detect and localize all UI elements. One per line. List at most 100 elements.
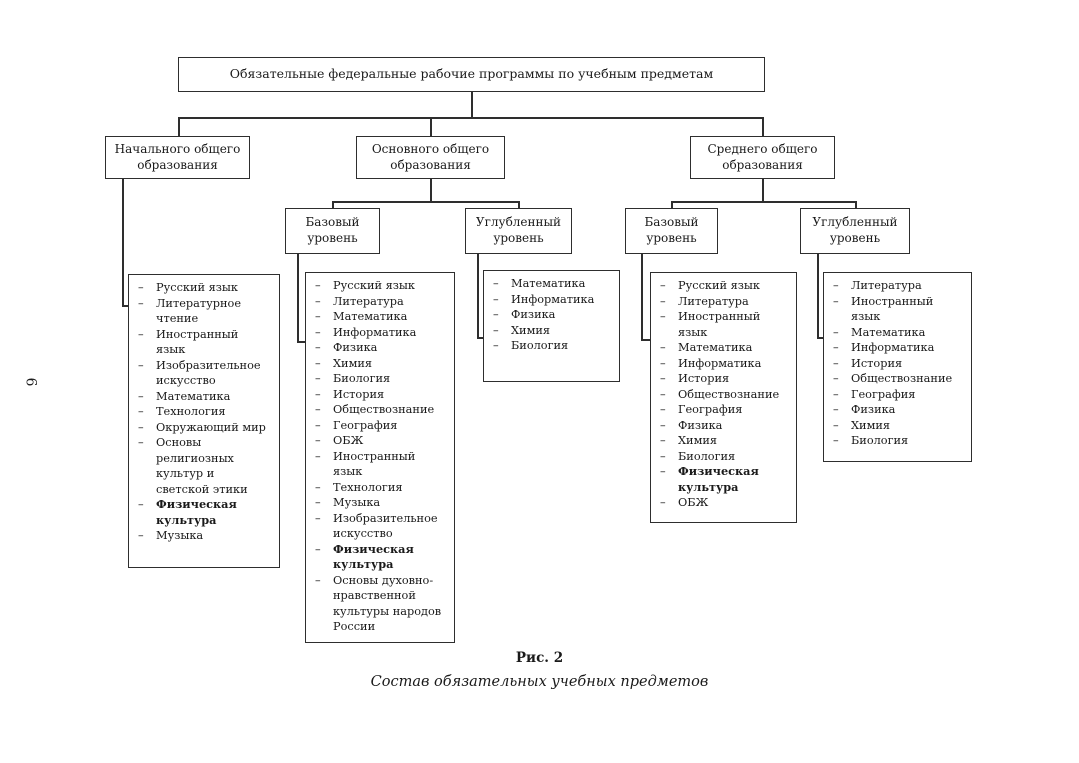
basic-advanced-subjects-list: –Математика–Информатика–Физика–Химия–Био… — [483, 270, 620, 382]
connector-line — [477, 337, 484, 339]
list-dash-marker: – — [315, 449, 321, 463]
subject-item: –Информатика — [824, 340, 967, 356]
branch-primary-label: Начального общего образования — [114, 141, 241, 172]
list-dash-marker: – — [660, 372, 666, 385]
subject-item: –Иностранный язык — [824, 294, 967, 325]
connector-line — [641, 339, 651, 341]
list-dash-marker: – — [315, 573, 321, 587]
connector-line — [122, 179, 124, 307]
basic-advanced-level-box: Углубленный уровень — [465, 208, 572, 254]
subject-name: Основы религиозных культур и светской эт… — [156, 436, 248, 496]
list-dash-marker: – — [315, 434, 321, 447]
subject-name: Биология — [678, 449, 736, 463]
page-number: 6 — [22, 377, 39, 387]
subject-name: Русский язык — [156, 281, 238, 294]
list-dash-marker: – — [833, 356, 839, 370]
subject-name: Основы духовно-нравственной культуры нар… — [333, 573, 442, 634]
subject-name: Физика — [678, 418, 723, 432]
subject-name: Музыка — [333, 496, 381, 509]
subject-item: –Математика — [306, 309, 450, 325]
connector-line — [762, 179, 764, 202]
subject-item: –Информатика — [484, 292, 615, 308]
subject-name: Математика — [851, 325, 926, 339]
subject-item: –Физическая культура — [306, 542, 450, 573]
list-dash-marker: – — [315, 372, 321, 385]
subject-name: Физическая культура — [333, 541, 414, 572]
list-dash-marker: – — [833, 387, 839, 401]
connector-line — [817, 337, 824, 339]
list-dash-marker: – — [138, 529, 144, 542]
list-dash-marker: – — [833, 341, 839, 354]
subject-item: –Изобразительное искусство — [129, 358, 275, 389]
list-dash-marker: – — [315, 341, 321, 354]
subject-name: Иностранный язык — [678, 310, 761, 339]
subject-item: –Математика — [484, 276, 615, 292]
basic-base-subjects-list: –Русский язык–Литература–Математика–Инфо… — [305, 272, 455, 643]
subject-item: –Биология — [484, 338, 615, 354]
list-dash-marker: – — [660, 434, 666, 447]
list-dash-marker: – — [660, 310, 666, 323]
subject-item: –Математика — [129, 389, 275, 405]
subject-name: Литературное чтение — [156, 296, 242, 326]
subject-item: –Биология — [651, 449, 792, 465]
branch-basic-box: Основного общего образования — [356, 136, 505, 179]
subject-item: –Химия — [306, 356, 450, 372]
subject-item: –Русский язык — [306, 278, 450, 294]
list-dash-marker: – — [315, 279, 321, 292]
subject-name: Химия — [511, 323, 551, 337]
list-dash-marker: – — [660, 279, 666, 292]
connector-line — [297, 254, 299, 343]
subject-item: –Физическая культура — [129, 497, 275, 528]
list-dash-marker: – — [660, 449, 666, 463]
list-dash-marker: – — [833, 403, 839, 416]
subject-name: ОБЖ — [333, 434, 364, 447]
subject-name: Русский язык — [333, 279, 415, 292]
subject-item: –Математика — [651, 340, 792, 356]
subject-item: –ОБЖ — [651, 495, 792, 511]
connector-line — [762, 117, 764, 137]
subject-name: Химия — [851, 418, 891, 432]
subject-item: –Иностранный язык — [306, 449, 450, 480]
list-dash-marker: – — [660, 465, 666, 478]
secondary-base-subjects-list: –Русский язык–Литература–Иностранный язы… — [650, 272, 797, 523]
subject-item: –Музыка — [129, 528, 275, 544]
subject-name: Музыка — [156, 529, 204, 542]
subject-item: –Литературное чтение — [129, 296, 275, 327]
subject-name: Математика — [678, 341, 753, 354]
subject-item: –География — [306, 418, 450, 434]
subject-item: –Информатика — [651, 356, 792, 372]
subject-name: Информатика — [511, 292, 595, 306]
subject-item: –Физика — [484, 307, 615, 323]
list-dash-marker: – — [138, 436, 144, 449]
subject-item: –Информатика — [306, 325, 450, 341]
connector-line — [430, 179, 432, 202]
branch-secondary-label: Среднего общего образования — [707, 141, 818, 172]
subject-name: Математика — [156, 389, 231, 403]
subject-item: –Иностранный язык — [129, 327, 275, 358]
list-dash-marker: – — [493, 277, 499, 290]
root-box: Обязательные федеральные рабочие програм… — [178, 57, 765, 92]
subject-item: –Математика — [824, 325, 967, 341]
subject-name: Технология — [156, 405, 226, 418]
subject-item: –Обществознание — [306, 402, 450, 418]
subject-item: –История — [306, 387, 450, 403]
root-box-label: Обязательные федеральные рабочие програм… — [229, 66, 714, 82]
subject-name: Биология — [851, 434, 909, 447]
subject-name: Литература — [678, 294, 749, 308]
subject-name: Химия — [678, 434, 718, 447]
list-dash-marker: – — [315, 480, 321, 494]
primary-subjects-list: –Русский язык–Литературное чтение–Иностр… — [128, 274, 280, 568]
subject-item: –Обществознание — [824, 371, 967, 387]
subject-name: Физика — [511, 308, 556, 321]
list-dash-marker: – — [315, 294, 321, 308]
basic-advanced-level-label: Углубленный уровень — [475, 215, 562, 245]
connector-line — [471, 92, 473, 118]
list-dash-marker: – — [138, 405, 144, 418]
list-dash-marker: – — [493, 292, 499, 306]
subject-item: –Физика — [824, 402, 967, 418]
list-dash-marker: – — [833, 294, 839, 308]
subject-name: ОБЖ — [678, 496, 709, 509]
subject-item: –Литература — [824, 278, 967, 294]
connector-line — [332, 201, 334, 209]
